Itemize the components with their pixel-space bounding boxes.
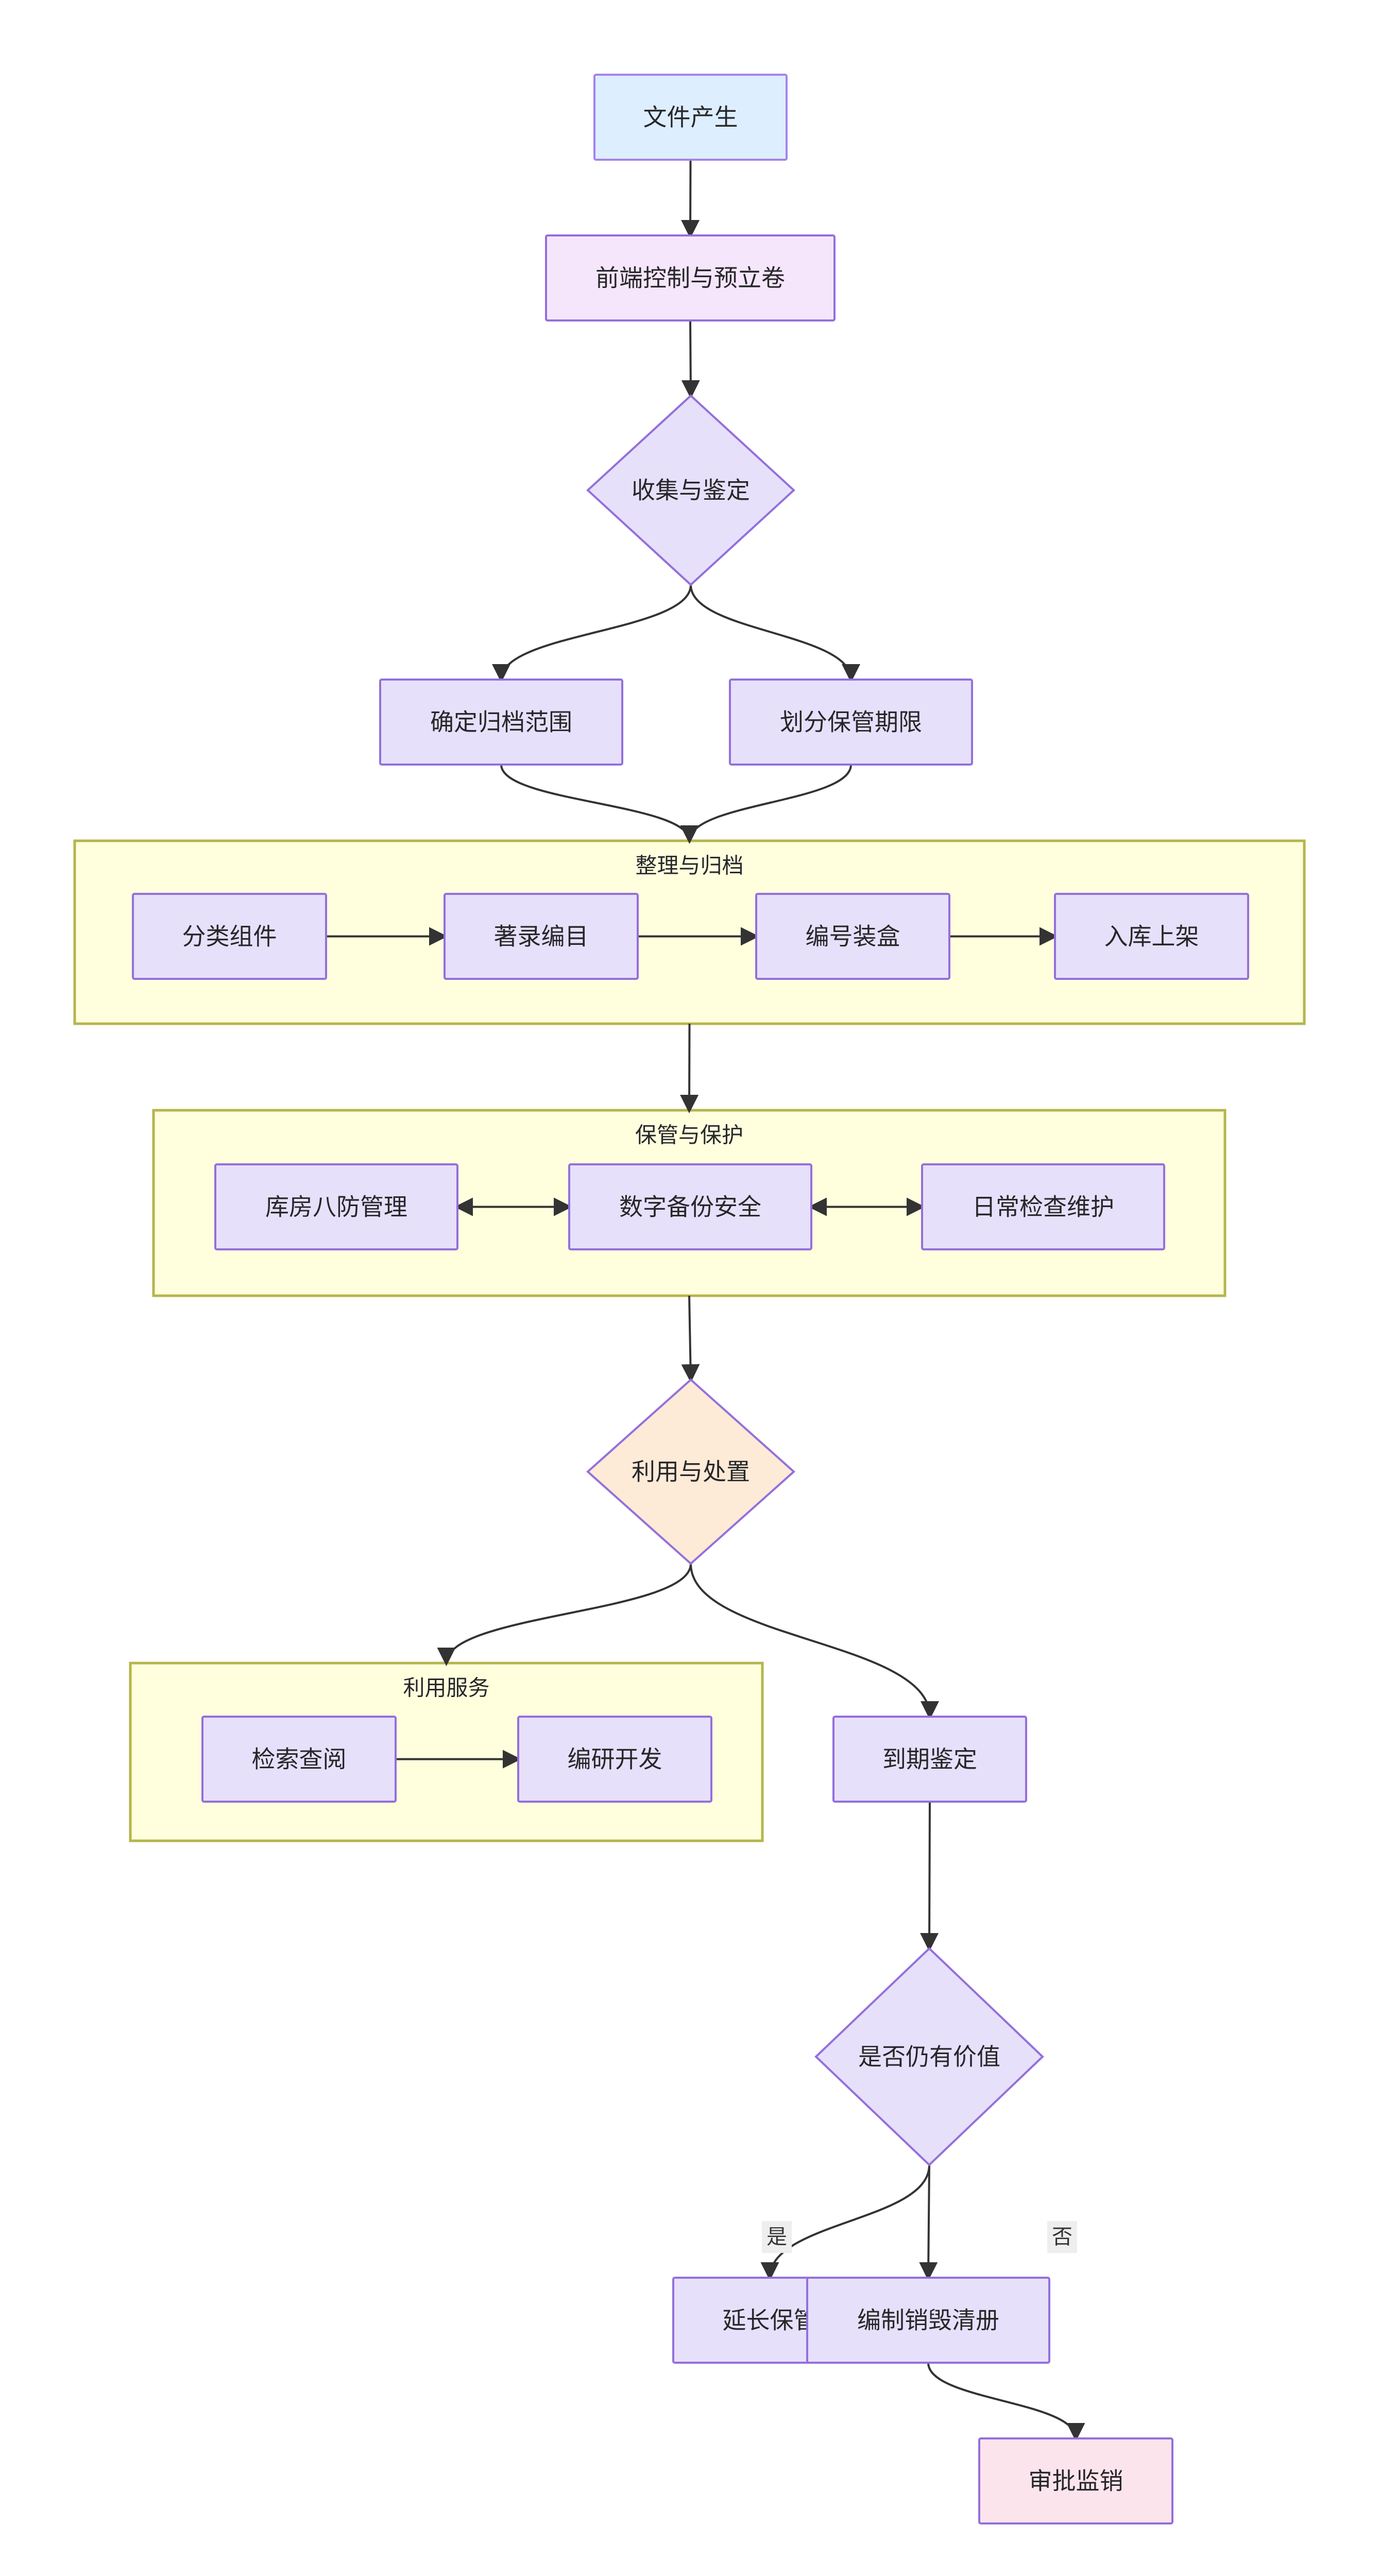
node-shape-rect	[517, 1716, 712, 1803]
node-n_value[interactable]: 是否仍有价值	[814, 1947, 1044, 2166]
node-label: 库房八防管理	[265, 1194, 407, 1221]
node-n_research[interactable]: 编研开发	[517, 1716, 712, 1803]
node-label: 分类组件	[182, 923, 277, 950]
cluster-title: 保管与保护	[635, 1123, 743, 1147]
node-shape-diamond	[586, 394, 795, 586]
node-label: 是否仍有价值	[858, 2043, 1000, 2070]
node-shape-rect	[568, 1163, 812, 1250]
node-label: 确定归档范围	[430, 709, 572, 736]
node-shape-rect	[806, 2277, 1050, 2364]
node-n_backup[interactable]: 数字备份安全	[568, 1163, 812, 1250]
edge-n_create-to-n_frontend	[681, 159, 700, 239]
node-n_frontend[interactable]: 前端控制与预立卷	[545, 234, 836, 321]
edge-n_value-to-n_destroy	[919, 2164, 938, 2281]
edge-label-text: 否	[1052, 2226, 1072, 2248]
edge-n_collect-to-n_period	[690, 584, 860, 683]
edge-n_period-to-c_arrange	[680, 764, 852, 844]
node-shape-rect	[545, 234, 836, 321]
node-shape-rect	[444, 893, 639, 980]
node-label: 检索查阅	[252, 1746, 347, 1773]
edge-n_use-to-c_service	[437, 1563, 692, 1666]
node-label: 收集与鉴定	[632, 477, 750, 504]
node-label: 日常检查维护	[972, 1194, 1114, 1221]
edge-c_preserve-to-n_use	[681, 1295, 700, 1383]
edge-label: 是	[762, 2221, 792, 2253]
edge-n_use-to-n_expire	[690, 1563, 939, 1720]
node-n_catalog[interactable]: 著录编目	[444, 893, 639, 980]
node-n_collect[interactable]: 收集与鉴定	[586, 394, 795, 586]
node-shape-rect	[978, 2437, 1173, 2524]
cluster-title: 整理与归档	[635, 854, 743, 878]
node-n_expire[interactable]: 到期鉴定	[832, 1716, 1027, 1803]
node-n_approve[interactable]: 审批监销	[978, 2437, 1173, 2524]
node-shape-rect	[132, 893, 327, 980]
edge-layer	[326, 159, 1085, 2442]
edge-c_arrange-to-c_preserve	[680, 1023, 699, 1113]
edge-n_collect-to-n_scope	[492, 584, 692, 683]
node-label: 编号装盒	[806, 923, 900, 950]
node-label: 审批监销	[1029, 2468, 1123, 2495]
node-shape-rect	[729, 679, 973, 766]
node-label: 数字备份安全	[619, 1194, 761, 1221]
node-shape-rect	[1054, 893, 1249, 980]
node-n_classify[interactable]: 分类组件	[132, 893, 327, 980]
edge-n_destroy-to-n_approve	[927, 2362, 1085, 2442]
node-shape-rect	[921, 1163, 1165, 1250]
edge-label-text: 是	[766, 2226, 787, 2248]
edge-n_value-to-n_extend	[760, 2164, 930, 2281]
edge-label-layer: 是否	[762, 2221, 1077, 2253]
node-label: 利用与处置	[632, 1459, 750, 1485]
node-label: 划分保管期限	[780, 709, 922, 736]
node-label: 编研开发	[568, 1746, 662, 1773]
node-label: 著录编目	[494, 923, 589, 950]
node-shape-rect	[593, 74, 788, 161]
node-shape-rect	[214, 1163, 458, 1250]
node-n_depot[interactable]: 库房八防管理	[214, 1163, 458, 1250]
edge-label: 否	[1047, 2221, 1077, 2253]
node-n_shelve[interactable]: 入库上架	[1054, 893, 1249, 980]
node-n_inspect[interactable]: 日常检查维护	[921, 1163, 1165, 1250]
node-label: 前端控制与预立卷	[595, 265, 785, 292]
node-label: 延长保管	[723, 2307, 817, 2334]
edge-n_expire-to-n_value	[920, 1801, 939, 1952]
node-shape-rect	[755, 893, 950, 980]
node-label: 文件产生	[643, 104, 738, 131]
node-n_scope[interactable]: 确定归档范围	[379, 679, 623, 766]
node-n_destroy[interactable]: 编制销毁清册	[806, 2277, 1050, 2364]
node-n_boxing[interactable]: 编号装盒	[755, 893, 950, 980]
node-label: 入库上架	[1104, 923, 1199, 950]
node-shape-rect	[832, 1716, 1027, 1803]
cluster-title: 利用服务	[403, 1676, 489, 1700]
node-n_search[interactable]: 检索查阅	[201, 1716, 397, 1803]
edge-n_scope-to-c_arrange	[500, 764, 699, 844]
node-shape-rect	[201, 1716, 397, 1803]
node-n_create[interactable]: 文件产生	[593, 74, 788, 161]
node-n_use[interactable]: 利用与处置	[586, 1378, 796, 1565]
node-n_period[interactable]: 划分保管期限	[729, 679, 973, 766]
node-label: 编制销毁清册	[857, 2307, 999, 2334]
edge-label-bg	[762, 2221, 792, 2253]
node-shape-diamond	[814, 1947, 1044, 2166]
edge-label-bg	[1047, 2221, 1077, 2253]
node-shape-diamond	[586, 1378, 796, 1565]
node-shape-rect	[379, 679, 623, 766]
edge-n_frontend-to-n_collect	[681, 320, 700, 399]
node-label: 到期鉴定	[882, 1746, 977, 1773]
